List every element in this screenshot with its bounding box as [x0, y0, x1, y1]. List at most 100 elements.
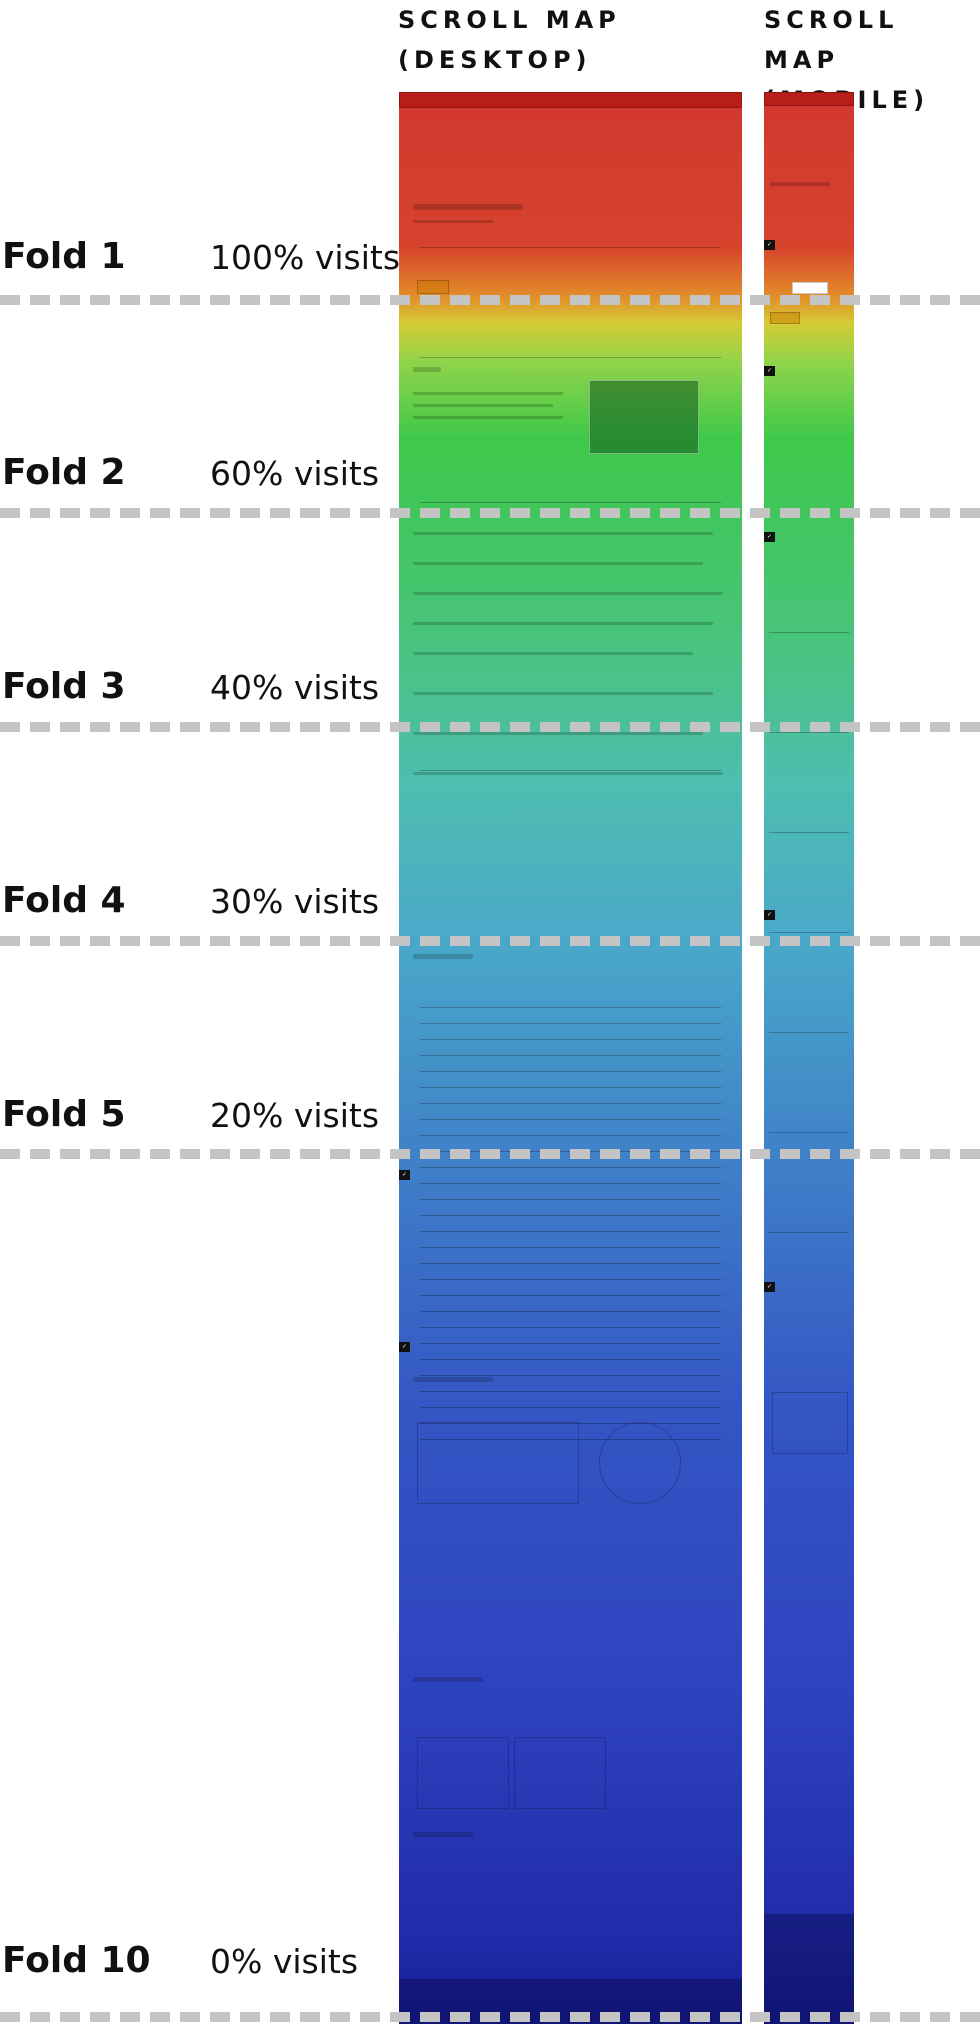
mobile-footer — [764, 1914, 854, 2024]
desktop-programs-heading — [413, 954, 473, 959]
mobile-heat-gradient — [764, 92, 854, 2024]
desktop-divider — [419, 247, 722, 248]
fold-line — [0, 508, 980, 518]
programs-row — [419, 1103, 722, 1104]
desktop-english-card — [514, 1737, 606, 1809]
desktop-text-line — [413, 772, 723, 775]
desktop-divider — [419, 770, 722, 771]
fold-visits: 100% visits — [210, 238, 401, 277]
fold-label: Fold 10 — [2, 1940, 151, 1981]
programs-row — [419, 1119, 722, 1120]
mobile-nav-bar — [764, 92, 854, 106]
scroll-depth-tag: ✓ — [399, 1342, 411, 1352]
fold-marker: Fold 5 20% visits — [0, 1094, 980, 1154]
programs-row — [419, 1055, 722, 1056]
desktop-chart-panel — [417, 1422, 579, 1504]
scroll-depth-tag: ✓ — [399, 1170, 411, 1180]
mobile-rank-grid — [772, 1392, 848, 1454]
desktop-campus-heading — [413, 1677, 483, 1682]
programs-row — [419, 1247, 722, 1248]
desktop-header-line1: SCROLL MAP — [398, 6, 621, 34]
desktop-scrollmap: ✓ ✓ — [399, 92, 742, 2024]
desktop-text-line — [413, 652, 693, 655]
desktop-title-line — [413, 204, 523, 210]
programs-row — [419, 1423, 722, 1424]
mobile-divider — [769, 832, 849, 833]
programs-row — [419, 1263, 722, 1264]
mobile-header-line1: SCROLL MAP — [764, 6, 899, 74]
programs-row — [419, 1311, 722, 1312]
scroll-depth-tag: ✓ — [764, 532, 776, 542]
programs-row — [419, 1007, 722, 1008]
programs-row — [419, 1071, 722, 1072]
desktop-highlights-heading — [413, 1377, 493, 1382]
fold-line — [0, 2012, 980, 2022]
fold-visits: 60% visits — [210, 454, 380, 493]
fold-label: Fold 1 — [2, 236, 126, 277]
desktop-text-line — [413, 416, 563, 419]
programs-row — [419, 1135, 722, 1136]
fold-line — [0, 295, 980, 305]
desktop-text-line — [413, 692, 713, 695]
fold-line — [0, 936, 980, 946]
desktop-divider — [419, 357, 722, 358]
desktop-text-line — [413, 220, 493, 223]
mobile-divider — [769, 932, 849, 933]
fold-visits: 20% visits — [210, 1096, 380, 1135]
mobile-scrollmap: ✓ ✓ ✓ ✓ ✓ — [764, 92, 854, 2024]
scroll-depth-tag: ✓ — [764, 910, 776, 920]
fold-marker: Fold 4 30% visits — [0, 880, 980, 940]
desktop-text-line — [413, 622, 713, 625]
desktop-related-heading — [413, 1832, 473, 1837]
programs-row — [419, 1087, 722, 1088]
mobile-divider — [769, 1032, 849, 1033]
programs-row — [419, 1279, 722, 1280]
desktop-header: SCROLL MAP (DESKTOP) — [398, 0, 621, 80]
programs-row — [419, 1295, 722, 1296]
fold-label: Fold 4 — [2, 880, 126, 921]
mobile-divider — [769, 632, 849, 633]
scroll-depth-tag: ✓ — [764, 366, 776, 376]
programs-row — [419, 1439, 722, 1440]
desktop-nav-bar — [399, 92, 742, 108]
mobile-divider — [769, 732, 849, 733]
desktop-divider — [419, 502, 722, 503]
fold-visits: 30% visits — [210, 882, 380, 921]
programs-row — [419, 1215, 722, 1216]
fold-label: Fold 2 — [2, 452, 126, 493]
programs-row — [419, 1183, 722, 1184]
fold-marker: Fold 10 0% visits — [0, 1940, 980, 2000]
desktop-rank-circles — [599, 1422, 681, 1504]
mobile-title-line — [770, 182, 830, 186]
programs-row — [419, 1343, 722, 1344]
programs-row — [419, 1391, 722, 1392]
scroll-depth-tag: ✓ — [764, 1282, 776, 1292]
programs-row — [419, 1199, 722, 1200]
fold-visits: 40% visits — [210, 668, 380, 707]
desktop-cta-button — [417, 280, 449, 294]
mobile-cta-button — [770, 312, 800, 324]
mobile-divider — [769, 1232, 849, 1233]
scroll-depth-tag: ✓ — [764, 240, 776, 250]
programs-row — [419, 1359, 722, 1360]
fold-marker: Fold 1 100% visits — [0, 236, 980, 296]
fold-marker: Fold 3 40% visits — [0, 666, 980, 726]
programs-row — [419, 1167, 722, 1168]
mobile-tooltip — [792, 282, 828, 294]
fold-visits: 0% visits — [210, 1942, 359, 1981]
desktop-text-line — [413, 562, 703, 565]
programs-row — [419, 1375, 722, 1376]
desktop-text-line — [413, 392, 563, 395]
programs-row — [419, 1039, 722, 1040]
desktop-about-heading — [413, 367, 441, 372]
fold-line — [0, 1149, 980, 1159]
programs-row — [419, 1327, 722, 1328]
desktop-qs-card — [417, 1737, 509, 1809]
desktop-text-line — [413, 404, 553, 407]
fold-label: Fold 5 — [2, 1094, 126, 1135]
fold-line — [0, 722, 980, 732]
desktop-text-line — [413, 592, 723, 595]
desktop-header-line2: (DESKTOP) — [398, 46, 592, 74]
desktop-text-line — [413, 532, 713, 535]
programs-row — [419, 1407, 722, 1408]
